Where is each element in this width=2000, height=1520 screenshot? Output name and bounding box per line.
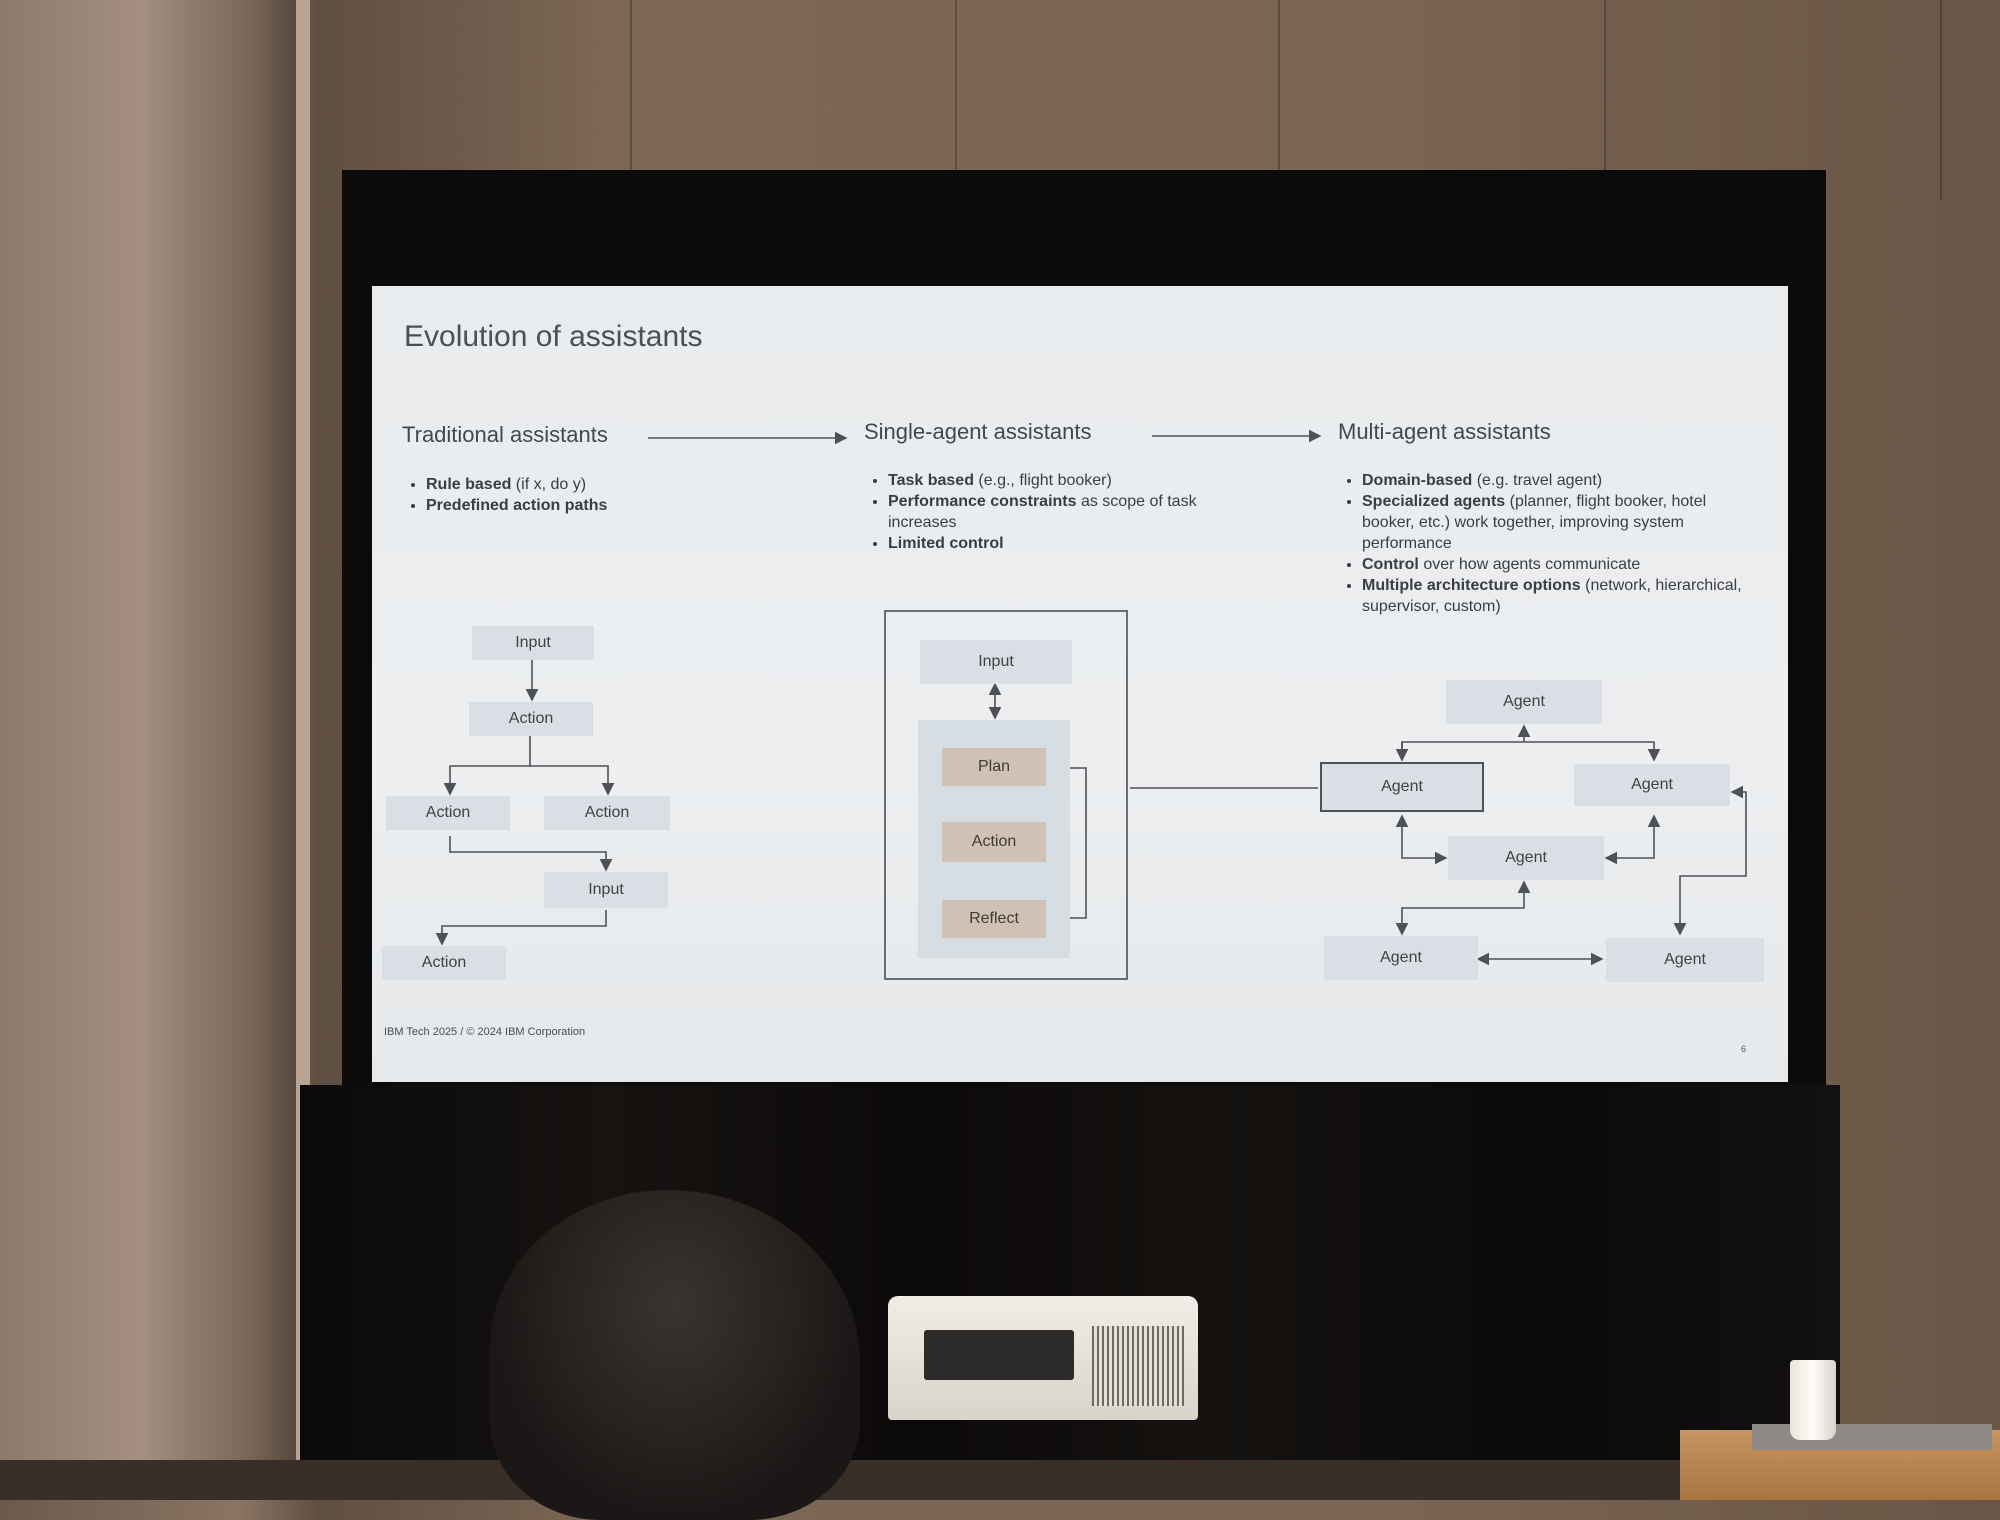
multi-agent-bullets: Domain-based (e.g. travel agent) Special… bbox=[1338, 470, 1762, 617]
node-agent: Agent bbox=[1606, 938, 1764, 982]
node-agent: Agent bbox=[1448, 836, 1604, 880]
bullet: Domain-based (e.g. travel agent) bbox=[1362, 470, 1762, 491]
node-agent: Agent bbox=[1574, 764, 1730, 806]
left-wall bbox=[0, 0, 310, 1500]
wall-seam bbox=[1604, 0, 1606, 200]
node-action: Action bbox=[942, 822, 1046, 862]
presentation-slide: Evolution of assistants Traditional assi… bbox=[372, 286, 1788, 1082]
bullet: Specialized agents (planner, flight book… bbox=[1362, 491, 1762, 554]
laptop bbox=[1752, 1424, 1992, 1450]
bullet: Performance constraints as scope of task… bbox=[888, 491, 1268, 533]
node-agent: Agent bbox=[1324, 936, 1478, 980]
bullet: Task based (e.g., flight booker) bbox=[888, 470, 1268, 491]
wall-seam bbox=[1278, 0, 1280, 200]
wall-seam bbox=[630, 0, 632, 200]
bullet: Control over how agents communicate bbox=[1362, 554, 1762, 575]
node-agent: Agent bbox=[1446, 680, 1602, 724]
wall-seam bbox=[955, 0, 957, 200]
traditional-bullets: Rule based (if x, do y) Predefined actio… bbox=[402, 474, 756, 516]
slide-title: Evolution of assistants bbox=[404, 320, 703, 353]
bullet: Multiple architecture options (network, … bbox=[1362, 575, 1762, 617]
single-agent-assistants-title: Single-agent assistants bbox=[864, 419, 1092, 444]
edge bbox=[1673, 785, 1747, 936]
edge bbox=[1604, 814, 1661, 865]
node-action: Action bbox=[386, 796, 510, 830]
edge bbox=[449, 836, 613, 872]
projector-vent bbox=[1092, 1326, 1184, 1406]
node-input: Input bbox=[472, 626, 594, 660]
traditional-assistants-title: Traditional assistants bbox=[402, 422, 608, 447]
node-input: Input bbox=[544, 872, 668, 908]
edge bbox=[530, 765, 615, 796]
agent-frame bbox=[884, 610, 1128, 980]
page-number: 6 bbox=[1740, 1044, 1746, 1054]
edge bbox=[1401, 741, 1661, 762]
projector bbox=[888, 1296, 1198, 1420]
node-reflect: Reflect bbox=[942, 900, 1046, 938]
multi-agent-assistants-title: Multi-agent assistants bbox=[1338, 419, 1551, 444]
node-action: Action bbox=[469, 702, 593, 736]
node-action: Action bbox=[382, 946, 506, 980]
bullet: Limited control bbox=[888, 533, 1268, 554]
edge bbox=[443, 736, 531, 796]
node-plan: Plan bbox=[942, 748, 1046, 786]
edge bbox=[1395, 814, 1448, 865]
edge bbox=[1395, 880, 1531, 936]
node-input: Input bbox=[920, 640, 1072, 684]
single-agent-bullets: Task based (e.g., flight booker) Perform… bbox=[864, 470, 1268, 554]
bullet: Predefined action paths bbox=[426, 495, 756, 516]
wall-seam bbox=[1940, 0, 1942, 200]
floor bbox=[0, 1460, 2000, 1500]
node-agent-highlighted: Agent bbox=[1320, 762, 1484, 812]
slide-footer: IBM Tech 2025 / © 2024 IBM Corporation bbox=[384, 1026, 586, 1038]
coffee-cup bbox=[1790, 1360, 1836, 1440]
bullet: Rule based (if x, do y) bbox=[426, 474, 756, 495]
projector-ports bbox=[924, 1330, 1074, 1380]
audience-member-head bbox=[490, 1190, 860, 1520]
edge bbox=[435, 910, 607, 946]
node-action: Action bbox=[544, 796, 670, 830]
